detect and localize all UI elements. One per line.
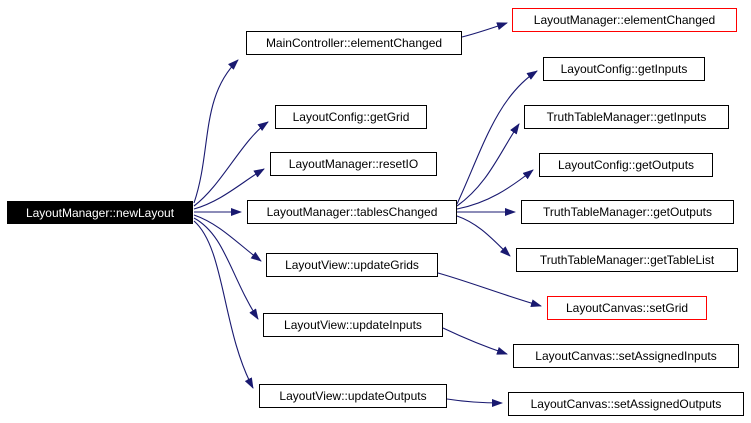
edge-tableschanged-to-layoutconfig-getinputs	[456, 70, 538, 205]
edge-tableschanged-to-layoutconfig-getoutputs	[456, 169, 534, 210]
node-layoutcanvas-setassignedinputs[interactable]: LayoutCanvas::setAssignedInputs	[513, 344, 739, 368]
node-layoutmanager-tableschanged[interactable]: LayoutManager::tablesChanged	[247, 200, 457, 224]
edge-newlayout-to-layoutmanager-resetio	[193, 168, 265, 210]
node-layoutmanager-newlayout: LayoutManager::newLayout	[7, 201, 193, 224]
edge-updateoutputs-to-layoutcanvas-setassignedoutputs	[446, 398, 503, 407]
node-layoutmanager-resetio[interactable]: LayoutManager::resetIO	[270, 152, 437, 176]
node-truthtablemanager-gettablelist[interactable]: TruthTableManager::getTableList	[516, 248, 738, 272]
node-layoutcanvas-setassignedoutputs[interactable]: LayoutCanvas::setAssignedOutputs	[508, 392, 744, 416]
edge-newlayout-to-layoutview-updateinputs	[193, 217, 259, 320]
node-layoutconfig-getoutputs[interactable]: LayoutConfig::getOutputs	[539, 153, 713, 177]
node-truthtablemanager-getinputs[interactable]: TruthTableManager::getInputs	[524, 105, 729, 129]
node-layoutview-updateinputs[interactable]: LayoutView::updateInputs	[263, 313, 443, 337]
edge-maincontroller-elementchanged-to-layoutmanager-elementchanged	[461, 22, 508, 38]
edge-newlayout-to-layoutview-updategrids	[193, 214, 262, 262]
node-layoutcanvas-setgrid[interactable]: LayoutCanvas::setGrid	[547, 296, 707, 320]
node-maincontroller-elementchanged[interactable]: MainController::elementChanged	[246, 31, 462, 55]
node-layoutview-updateoutputs[interactable]: LayoutView::updateOutputs	[259, 384, 447, 408]
edge-newlayout-to-maincontroller-elementchanged	[193, 59, 239, 204]
edge-updategrids-to-layoutcanvas-setgrid	[437, 272, 542, 308]
node-layoutconfig-getgrid[interactable]: LayoutConfig::getGrid	[275, 105, 427, 129]
node-layoutmanager-elementchanged[interactable]: LayoutManager::elementChanged	[512, 8, 737, 32]
edge-updateinputs-to-layoutcanvas-setassignedinputs	[442, 327, 508, 355]
edge-newlayout-to-layoutview-updateoutputs	[193, 220, 254, 389]
node-layoutview-updategrids[interactable]: LayoutView::updateGrids	[266, 253, 438, 277]
node-truthtablemanager-getoutputs[interactable]: TruthTableManager::getOutputs	[521, 200, 734, 224]
edge-newlayout-to-layoutconfig-getgrid	[193, 121, 269, 207]
edge-tableschanged-to-truthtablemanager-getinputs	[456, 123, 520, 207]
edge-tableschanged-to-truthtablemanager-gettablelist	[456, 215, 511, 257]
node-layoutconfig-getinputs[interactable]: LayoutConfig::getInputs	[543, 57, 705, 81]
